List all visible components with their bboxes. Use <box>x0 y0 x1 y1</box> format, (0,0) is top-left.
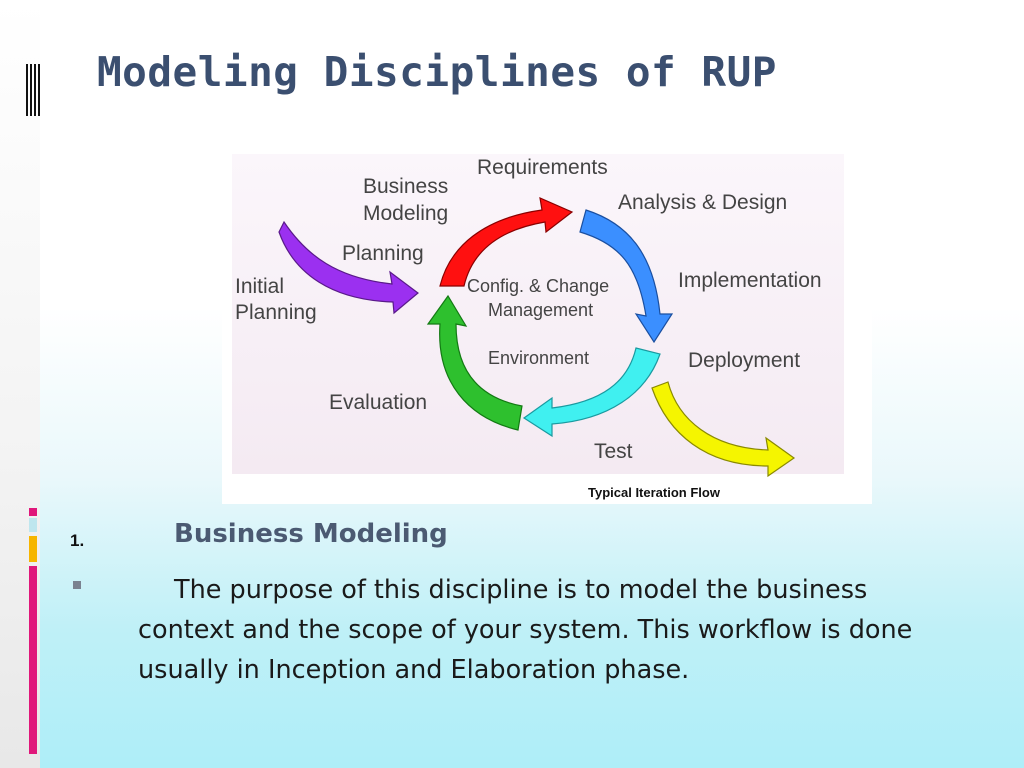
label-business-line1: Business <box>363 175 448 198</box>
label-config-line1: Config. & Change <box>467 276 609 296</box>
slide-title: Modeling Disciplines of RUP <box>97 48 777 96</box>
iteration-flow-diagram: Requirements Business Modeling Analysis … <box>222 146 872 504</box>
accent-bar-light-blue <box>29 518 37 532</box>
accent-bar-pink <box>29 566 37 754</box>
label-analysis-design: Analysis & Design <box>618 191 787 214</box>
bullet-paragraph: The purpose of this discipline is to mod… <box>138 575 913 685</box>
diagram-canvas: Requirements Business Modeling Analysis … <box>232 154 844 500</box>
list-item-heading: Business Modeling <box>174 519 448 549</box>
list-item-number: 1. <box>70 531 85 550</box>
cyan-arrow <box>522 347 661 438</box>
label-planning: Planning <box>342 242 424 265</box>
label-initial-line2: Planning <box>235 301 317 324</box>
label-environment: Environment <box>488 348 589 368</box>
label-evaluation: Evaluation <box>329 391 427 414</box>
green-arrow <box>426 294 523 431</box>
blue-arrow <box>579 209 674 344</box>
title-decoration-bars <box>26 64 40 116</box>
label-business-line2: Modeling <box>363 202 448 225</box>
red-arrow <box>439 197 574 287</box>
label-requirements: Requirements <box>477 156 608 179</box>
purple-arrow <box>278 220 419 315</box>
label-initial-line1: Initial <box>235 275 284 298</box>
label-deployment: Deployment <box>688 349 800 372</box>
yellow-arrow <box>651 381 796 478</box>
accent-bar-yellow <box>29 536 37 562</box>
square-bullet-icon <box>73 581 81 589</box>
accent-bar-pink-top <box>29 508 37 516</box>
label-test: Test <box>594 440 633 463</box>
label-config-line2: Management <box>488 300 593 320</box>
label-implementation: Implementation <box>678 269 822 292</box>
diagram-caption: Typical Iteration Flow <box>588 485 721 500</box>
